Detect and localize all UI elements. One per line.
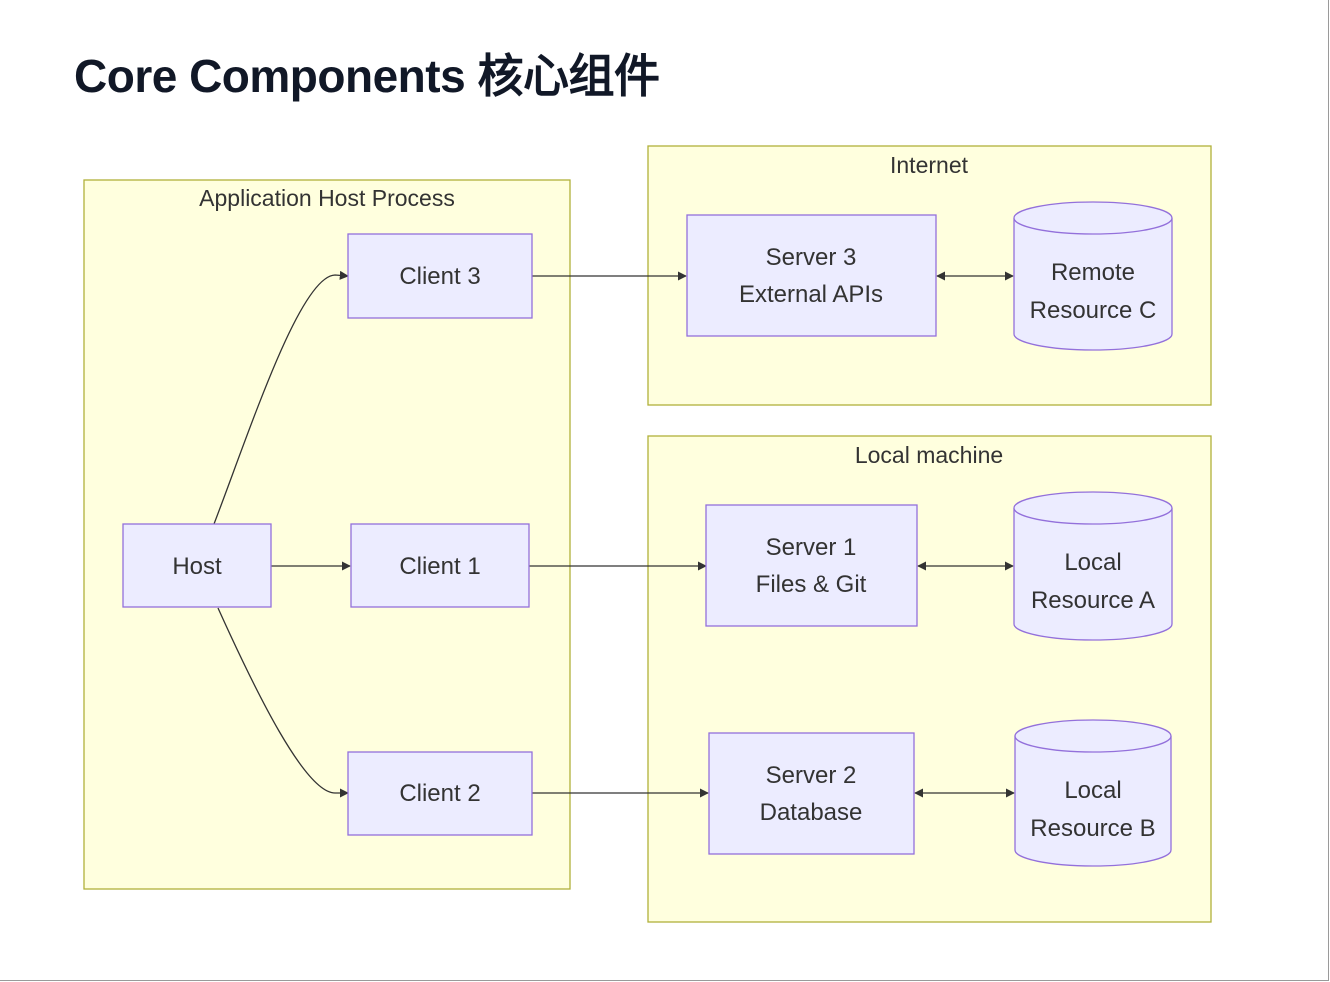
db-label-resource-c-line2: Resource C [1030, 297, 1157, 324]
db-label-resource-b-line2: Resource B [1030, 815, 1155, 842]
db-label-resource-b-line1: Local [1064, 777, 1121, 804]
node-server-1[interactable]: Server 1 Files & Git [705, 504, 918, 627]
node-label-server-3-line2: External APIs [739, 281, 883, 308]
edge-host-client3 [213, 270, 349, 525]
group-label-local-machine: Local machine [855, 442, 1003, 468]
node-label-client-2: Client 2 [399, 780, 480, 807]
db-label-resource-a-line1: Local [1064, 549, 1121, 576]
node-client-3[interactable]: Client 3 [347, 233, 533, 319]
node-server-3[interactable]: Server 3 External APIs [686, 214, 937, 337]
db-local-resource-a[interactable]: Local Resource A [1013, 491, 1173, 641]
node-label-server-2-line2: Database [760, 799, 863, 826]
node-server-2[interactable]: Server 2 Database [708, 732, 915, 855]
db-label-resource-a-line2: Resource A [1031, 587, 1155, 614]
page-title: Core Components 核心组件 [74, 50, 660, 102]
node-label-client-1: Client 1 [399, 553, 480, 580]
node-label-server-3-line1: Server 3 [766, 244, 857, 271]
node-label-server-1-line1: Server 1 [766, 534, 857, 561]
node-client-1[interactable]: Client 1 [350, 523, 530, 608]
node-label-client-3: Client 3 [399, 263, 480, 290]
node-client-2[interactable]: Client 2 [347, 751, 533, 836]
group-label-internet: Internet [890, 152, 969, 178]
node-label-host: Host [172, 553, 222, 580]
group-label-host-process: Application Host Process [199, 185, 455, 211]
edge-host-client2 [217, 607, 349, 798]
node-label-server-1-line2: Files & Git [756, 571, 867, 598]
node-host[interactable]: Host [122, 523, 272, 608]
node-label-server-2-line1: Server 2 [766, 762, 857, 789]
db-remote-resource-c[interactable]: Remote Resource C [1013, 201, 1173, 351]
db-local-resource-b[interactable]: Local Resource B [1014, 719, 1172, 867]
db-label-resource-c-line1: Remote [1051, 259, 1135, 286]
